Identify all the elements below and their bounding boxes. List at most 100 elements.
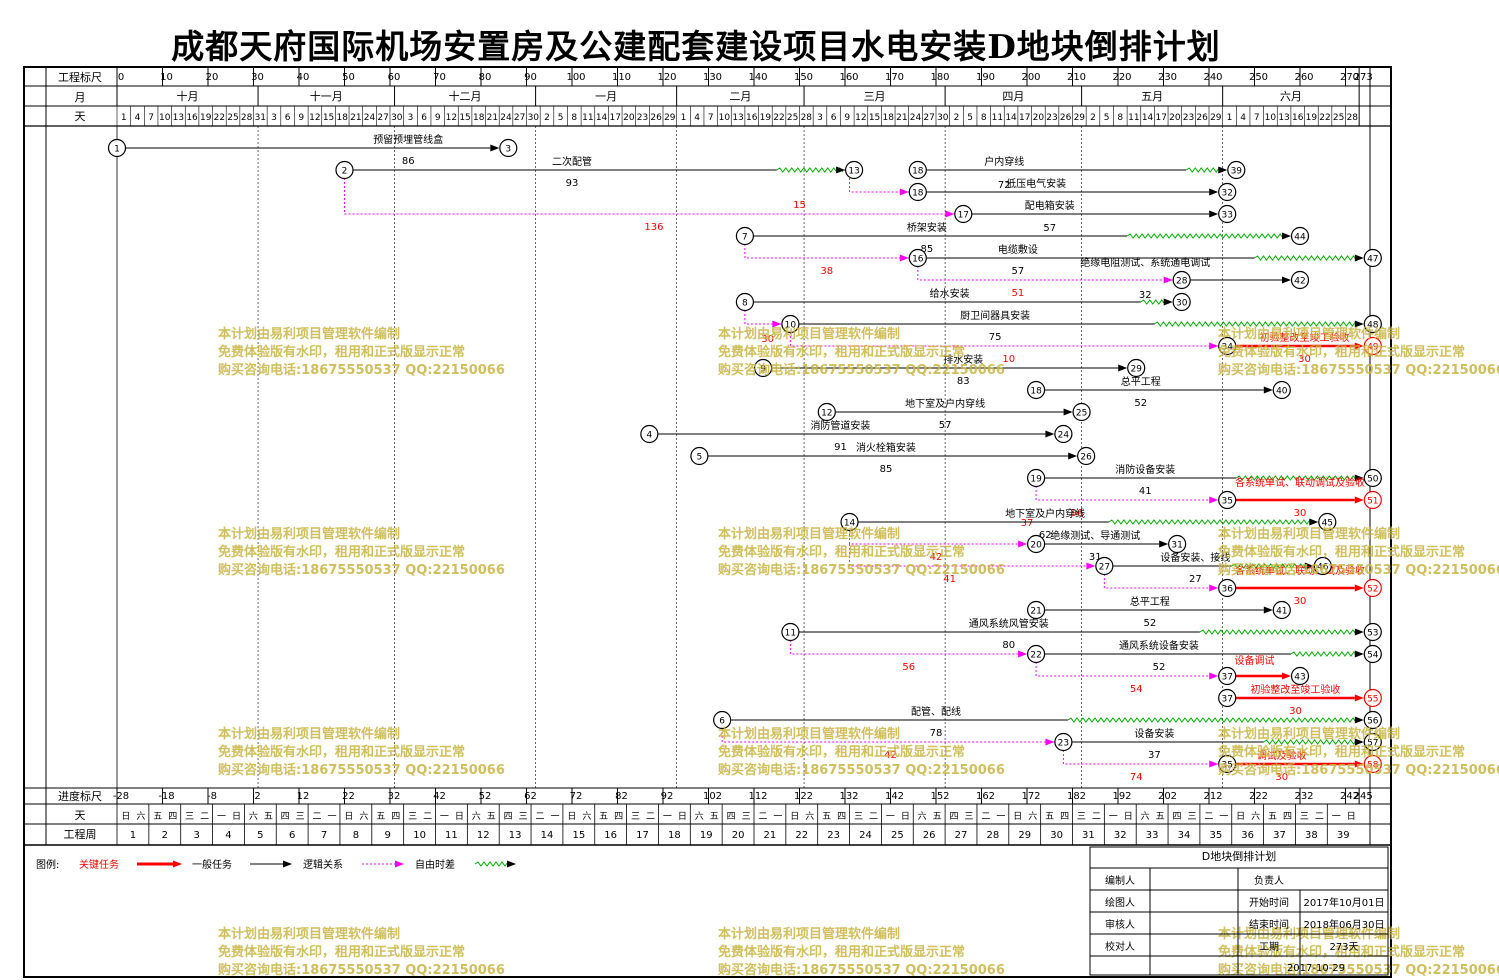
network-node: [1026, 644, 1046, 664]
free-float-zigzag: [1140, 299, 1169, 305]
network-node: [1363, 644, 1382, 664]
task-duration: 72: [998, 180, 1011, 191]
watermark-text: 免费体验版有水印，租用和正式版显示正常: [218, 744, 465, 760]
task-label: 地下室及户内穿线: [905, 397, 985, 410]
free-float-label: 54: [1130, 684, 1143, 695]
watermark-text: 本计划由易利项目管理软件编制: [1218, 526, 1400, 542]
scale-tick-label: 180: [930, 72, 949, 83]
node-number: 58: [1367, 761, 1379, 771]
day-number: 22: [773, 113, 784, 123]
node-number: 54: [1367, 651, 1379, 661]
day-number: 9: [435, 113, 441, 123]
network-node: [1363, 336, 1382, 356]
scale-tick-label: 140: [748, 72, 767, 83]
weekday-label: 三: [185, 812, 194, 822]
logic-link: [744, 302, 782, 325]
task-duration: 32: [1139, 290, 1152, 301]
watermark-text: 免费体验版有水印，租用和正式版显示正常: [218, 544, 465, 560]
network-node: [1363, 688, 1382, 708]
network-node: [1218, 666, 1237, 686]
network-node: [781, 314, 800, 334]
week-number: 36: [1241, 830, 1254, 841]
task-label: 消防设备安装: [1115, 463, 1175, 476]
scale-tick-label: 50: [342, 72, 355, 83]
weekday-label: 三: [854, 812, 863, 822]
weekday-label: 二: [981, 812, 990, 822]
week-number: 26: [923, 830, 936, 841]
task-duration: 93: [566, 178, 579, 189]
watermark-text: 本计划由易利项目管理软件编制: [718, 526, 900, 542]
watermark-text: 免费体验版有水印，租用和正式版显示正常: [1218, 544, 1465, 560]
task-arrow-head: [1045, 430, 1055, 438]
network-node: [1363, 622, 1382, 642]
day-number: 7: [148, 113, 154, 123]
weekday-label: 日: [232, 811, 241, 822]
day-number: 21: [487, 113, 498, 123]
task-label: 桥架安装: [907, 221, 947, 234]
node-number: 43: [1294, 673, 1305, 683]
day-number: 29: [1210, 113, 1222, 123]
week-number: 32: [1114, 830, 1127, 841]
logic-arrow-head: [1018, 650, 1028, 658]
info-cell-label: 开始时间: [1249, 896, 1289, 909]
network-node: [1227, 160, 1246, 180]
watermark-text: 免费体验版有水印，租用和正式版显示正常: [718, 344, 965, 360]
node-number: 18: [912, 167, 924, 177]
progress-tick-label: 222: [1249, 791, 1268, 802]
scale-tick-label: 80: [479, 72, 492, 83]
network-node: [1026, 534, 1046, 554]
day-number: 30: [528, 113, 540, 123]
week-number: 28: [987, 830, 1000, 841]
network-node: [640, 424, 659, 444]
node-number: 36: [1221, 585, 1233, 595]
task-label: 预留预埋管线盒: [373, 133, 443, 146]
weekday-label: 日: [1236, 811, 1245, 822]
weekday-label: 三: [1187, 812, 1196, 822]
watermark-text: 购买咨询电话:18675550537 QQ:22150066: [1218, 762, 1499, 778]
task-label: 通风系统风管安装: [969, 617, 1049, 630]
task-arrow-head: [1304, 562, 1314, 570]
node-number: 20: [1030, 541, 1042, 551]
week-number: 34: [1178, 830, 1191, 841]
free-float-zigzag: [776, 167, 844, 173]
node-number: 14: [844, 519, 856, 529]
watermark-text: 本计划由易利项目管理软件编制: [218, 326, 400, 342]
weekday-label: 日: [901, 811, 910, 822]
network-node: [1218, 688, 1237, 708]
task-duration: 57: [1043, 223, 1056, 234]
task-duration: 37: [1148, 750, 1161, 761]
legend-float-label: 自由时差: [415, 858, 455, 871]
progress-tick-label: 152: [930, 791, 949, 802]
info-cell-value: 273天: [1329, 942, 1358, 953]
weekday-label: 五: [710, 812, 719, 822]
day-number: 20: [1033, 113, 1045, 123]
day-number: 9: [298, 113, 304, 123]
critical-task-label: 各系统单试、联动调试及验收: [1235, 476, 1365, 489]
weekday-label: 三: [965, 812, 974, 822]
weekday-label: 四: [281, 812, 290, 822]
weekday-label: 六: [1141, 810, 1150, 822]
day-number: 10: [159, 113, 171, 123]
day-number: 24: [500, 113, 512, 123]
weekday-label: 六: [136, 810, 145, 822]
scale-row-label: 工程标尺: [58, 70, 102, 84]
critical-arrow-head: [1354, 694, 1364, 702]
scale-tick-label: 200: [1021, 72, 1040, 83]
node-number: 24: [1058, 431, 1070, 441]
logic-link: [1062, 742, 1219, 765]
logic-arrow-head: [899, 254, 909, 262]
task-arrow-head: [1068, 452, 1078, 460]
month-row-label: 月: [75, 91, 86, 104]
day-number: 7: [708, 113, 714, 123]
node-number: 13: [848, 167, 859, 177]
scale-tick-label: 230: [1158, 72, 1177, 83]
scale-tick-label: 110: [612, 72, 631, 83]
day-number: 21: [350, 113, 361, 123]
watermark-text: 免费体验版有水印，租用和正式版显示正常: [218, 944, 465, 960]
network-node: [1318, 512, 1337, 532]
day-number: 24: [364, 113, 376, 123]
task-arrow-head: [1263, 386, 1273, 394]
day-number: 12: [855, 113, 866, 123]
day-number: 28: [1347, 113, 1359, 123]
task-duration: 91: [834, 442, 847, 453]
